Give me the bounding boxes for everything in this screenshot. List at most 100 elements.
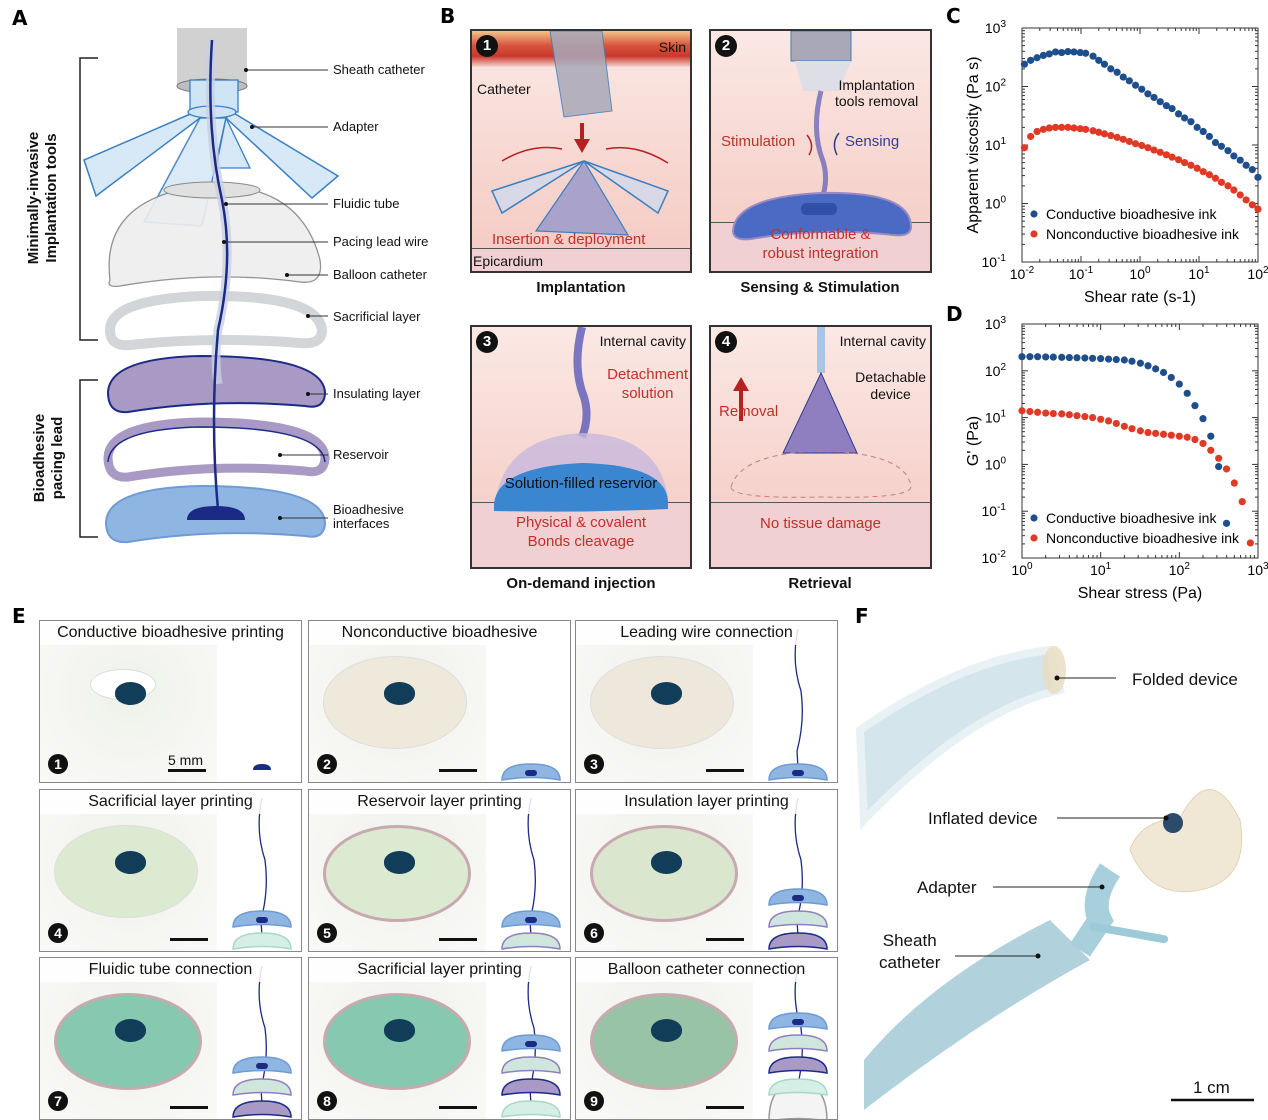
lead-wire-shape: [209, 39, 229, 511]
data-point-conductive: [1138, 85, 1146, 93]
data-point-nonconductive: [1051, 123, 1060, 131]
panel-f-letter: F: [855, 604, 869, 628]
sensing-label: Sensing: [845, 133, 900, 150]
step-photo: [576, 790, 754, 951]
step-4-box: 4 Internal cavity Detachable device Remo…: [709, 325, 932, 569]
layer-r: [501, 932, 561, 950]
data-point-conductive: [1162, 102, 1170, 110]
legend-label: Nonconductive bioadhesive ink: [1046, 226, 1240, 242]
data-point-conductive: [1058, 48, 1066, 57]
balloon-catheter-shape: [108, 184, 322, 288]
data-point-conductive: [1033, 54, 1041, 62]
skin-label: Skin: [658, 39, 686, 55]
step-number: 6: [584, 923, 604, 943]
step-photo: [576, 621, 754, 782]
y-tick-label: 100: [985, 195, 1007, 212]
step-2-box: 2 Implantation tools removal Stimulation…: [709, 29, 932, 273]
y-tick-label: 102: [985, 362, 1007, 379]
panel-a-letter: A: [12, 6, 28, 30]
data-point-nonconductive: [1027, 132, 1035, 141]
data-point-conductive: [1144, 90, 1152, 98]
plot-frame: [1021, 323, 1259, 559]
conductive-dot: [650, 682, 683, 705]
data-point-nonconductive: [1199, 439, 1207, 448]
step-title: Reservoir layer printing: [309, 790, 570, 814]
x-tick-label: 102: [1247, 265, 1268, 282]
data-point-nonconductive: [1107, 131, 1115, 140]
y-tick-label: 102: [985, 78, 1007, 95]
data-point-conductive: [1082, 49, 1090, 57]
step-number: 4: [715, 331, 737, 353]
data-point-nonconductive: [1193, 164, 1201, 172]
device-photo: [855, 645, 1254, 1110]
label-line: Implantation: [838, 77, 915, 93]
layer-s: [232, 932, 292, 950]
cleavage-label: Physical & covalent Bonds cleavage: [472, 513, 690, 551]
data-point-nonconductive: [1191, 435, 1199, 444]
step-number: 1: [48, 754, 68, 774]
data-point-conductive: [1070, 48, 1078, 56]
data-point-nonconductive: [1112, 419, 1120, 428]
group-label-tools: Minimally-invasive Implantation tools: [25, 113, 61, 283]
step-4-caption: Retrieval: [788, 575, 852, 592]
data-point-nonconductive: [1187, 161, 1195, 169]
callout-bioadhesive-interfaces: Bioadhesive interfaces: [333, 503, 404, 531]
data-point-nonconductive: [1058, 410, 1066, 418]
detachable-device-label: Detachable device: [855, 369, 926, 403]
data-point-conductive: [1081, 354, 1089, 362]
data-point-conductive: [1207, 432, 1215, 440]
data-point-conductive: [1065, 353, 1073, 362]
group-label-line: Implantation tools: [43, 133, 60, 263]
data-point-conductive: [1125, 77, 1133, 85]
conductive-dot: [383, 1019, 416, 1042]
step-number: 3: [584, 754, 604, 774]
callout-fluidic-tube: Fluidic tube: [333, 196, 400, 211]
callout-adapter-photo: Adapter: [917, 878, 977, 897]
step-number: 2: [317, 754, 337, 774]
layer-r: [232, 1078, 292, 1096]
retrieval-illustration: [730, 327, 912, 498]
data-point-nonconductive: [1156, 148, 1164, 156]
legend-marker: [1030, 230, 1038, 238]
data-point-conductive: [1168, 104, 1176, 113]
layer-stack-icon: [232, 797, 292, 950]
data-point-conductive: [1224, 147, 1232, 155]
data-point-conductive: [1144, 362, 1152, 370]
data-point-nonconductive: [1131, 140, 1140, 148]
data-point-nonconductive: [1119, 135, 1127, 143]
x-tick-label: 101: [1090, 561, 1112, 578]
data-point-nonconductive: [1159, 430, 1168, 438]
callout-folded-device: Folded device: [1132, 670, 1238, 689]
layer-stack-icon: [253, 764, 271, 770]
print-disc: [54, 993, 203, 1090]
label-line: Detachable: [855, 369, 926, 385]
y-tick-label: 103: [985, 19, 1007, 36]
legend-marker: [1030, 210, 1038, 218]
data-point-nonconductive: [1095, 128, 1103, 136]
label-line: tools removal: [835, 93, 919, 109]
integration-label: Conformable & robust integration: [711, 225, 930, 263]
layer-stack-icon: [501, 763, 561, 781]
data-point-nonconductive: [1168, 153, 1176, 161]
injection-illustration: [494, 327, 668, 512]
data-point-nonconductive: [1248, 201, 1256, 209]
step-number: 7: [48, 1091, 68, 1111]
data-point-conductive: [1100, 60, 1109, 68]
data-point-conductive: [1167, 373, 1175, 382]
epicardium-label: Epicardium: [473, 253, 544, 269]
scale-bar: [439, 938, 477, 941]
data-point-conductive: [1076, 48, 1084, 57]
catheter-label: Catheter: [477, 81, 531, 97]
data-point-conductive: [1150, 93, 1158, 102]
scale-bar: [170, 1106, 208, 1109]
reservoir-shape: [103, 417, 330, 482]
folded-catheter-shape: [855, 645, 1065, 830]
step-title: Balloon catheter connection: [576, 958, 837, 982]
scale-bar: [439, 1106, 477, 1109]
step-photo: [576, 958, 754, 1119]
data-point-nonconductive: [1020, 144, 1029, 152]
